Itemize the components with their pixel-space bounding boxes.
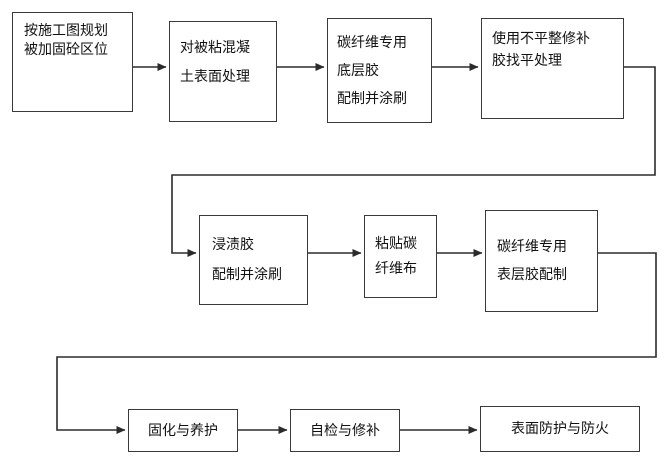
node-plan-reinforcement-zone[interactable]: 按施工图规划 被加固砼区位	[12, 12, 133, 112]
node-line: 土表面处理	[180, 69, 250, 86]
node-line: 自检与修补	[310, 422, 380, 439]
node-self-inspection-and-repair[interactable]: 自检与修补	[290, 409, 400, 452]
node-primer-adhesive-mixing[interactable]: 碳纤维专用 底层胶 配制并涂刷	[327, 18, 432, 123]
node-line: 表层胶配制	[497, 267, 567, 283]
edge-n4-n5	[171, 66, 656, 257]
node-line: 碳纤维专用	[337, 35, 407, 51]
node-line: 浸渍胶	[212, 237, 254, 254]
node-line: 对被粘混凝	[180, 40, 250, 56]
node-line: 表面防护与防火	[511, 421, 609, 437]
node-leveling-putty-repair[interactable]: 使用不平整修补 胶找平处理	[481, 18, 624, 119]
node-concrete-surface-treatment[interactable]: 对被粘混凝 土表面处理	[169, 21, 277, 122]
node-line: 纤维布	[375, 260, 417, 277]
node-curing-and-maintenance[interactable]: 固化与养护	[128, 409, 238, 452]
node-surface-protection-fireproofing[interactable]: 表面防护与防火	[480, 406, 640, 452]
node-line: 配制并涂刷	[212, 266, 282, 283]
node-bond-carbon-fiber-sheet[interactable]: 粘贴碳 纤维布	[364, 215, 437, 298]
node-impregnation-resin-mixing[interactable]: 浸渍胶 配制并涂刷	[199, 215, 308, 305]
node-topcoat-adhesive-mixing[interactable]: 碳纤维专用 表层胶配制	[485, 210, 598, 312]
node-line: 胶找平处理	[492, 52, 562, 69]
node-line: 被加固砼区位	[24, 41, 108, 58]
node-line: 按施工图规划	[24, 23, 108, 39]
node-line: 底层胶	[337, 63, 379, 79]
node-line: 碳纤维专用	[497, 239, 567, 255]
node-line: 配制并涂刷	[337, 91, 407, 107]
node-line: 固化与养护	[148, 422, 218, 439]
edge-n7-n8	[56, 252, 657, 434]
node-line: 粘贴碳	[375, 236, 417, 252]
node-line: 使用不平整修补	[492, 31, 590, 47]
